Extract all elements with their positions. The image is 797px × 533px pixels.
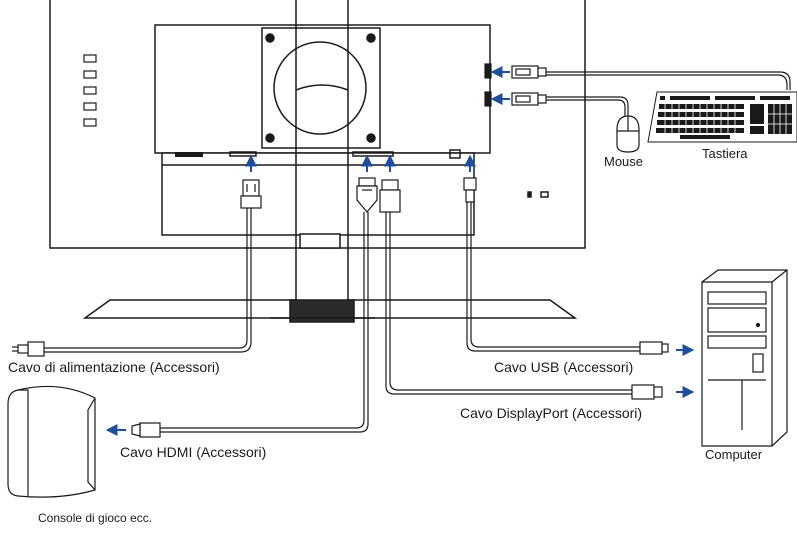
monitor-vents [83, 54, 97, 127]
computer-icon [701, 269, 788, 447]
usb-cable [463, 154, 695, 356]
vesa-plate [261, 27, 381, 149]
usb-cable-label: Cavo USB (Accessori) [494, 359, 634, 375]
keyboard-usb-plug [511, 65, 547, 79]
game-console-label: Console di gioco ecc. [38, 511, 153, 525]
power-cable [12, 154, 262, 357]
mouse-cable [546, 96, 629, 118]
computer-label: Computer [705, 447, 763, 462]
mouse-usb-plug [511, 92, 547, 106]
power-cable-label: Cavo di alimentazione (Accessori) [8, 359, 220, 375]
mouse-label: Mouse [604, 154, 644, 169]
mouse-icon [616, 115, 640, 153]
hdmi-cable-label: Cavo HDMI (Accessori) [120, 444, 267, 460]
game-console-icon [7, 385, 96, 498]
monitor-back [49, 0, 586, 249]
displayport-cable [379, 154, 695, 400]
displayport-cable-label: Cavo DisplayPort (Accessori) [460, 405, 643, 421]
hdmi-cable [105, 154, 378, 438]
keyboard-cable [546, 71, 791, 90]
monitor-stand [82, 0, 578, 323]
keyboard-icon [647, 91, 797, 143]
keyboard-label: Tastiera [702, 146, 748, 161]
